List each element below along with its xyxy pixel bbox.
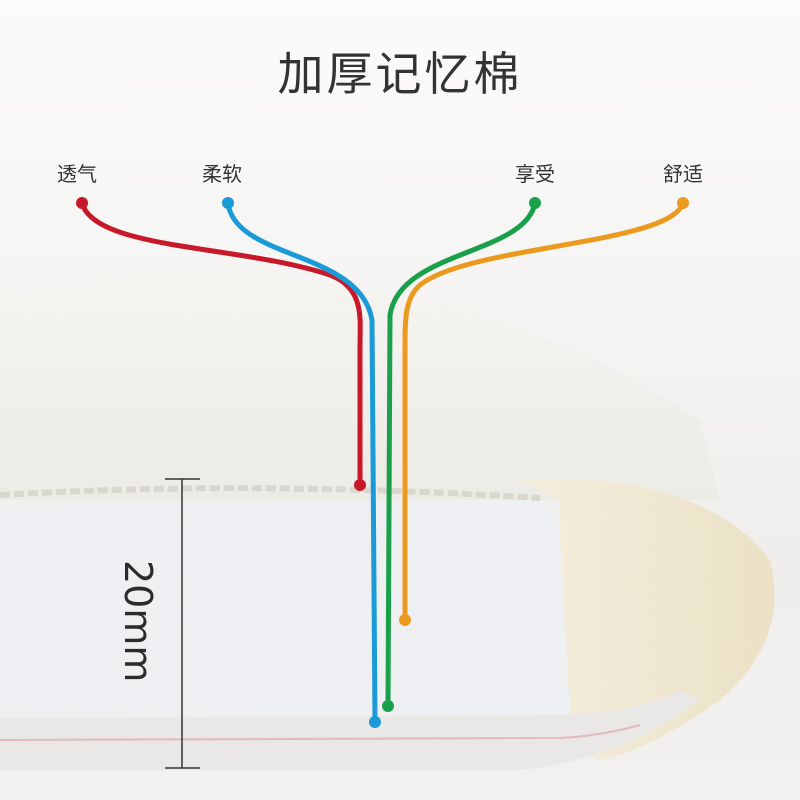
callout-green [382,197,541,712]
memory-foam-texture [0,500,570,730]
base-layer-edge [0,724,641,741]
feature-label-breathable: 透气 [57,162,97,186]
feature-label-soft: 柔软 [202,162,242,186]
feature-label-comfortable: 舒适 [663,162,703,186]
callout-orange [399,197,689,626]
stitched-seam [0,485,541,501]
callout-blue [222,197,381,728]
feature-label-enjoy: 享受 [515,162,555,186]
cream-edge-texture [520,479,775,760]
callout-red [76,197,366,491]
thickness-label: 20mm [116,560,160,683]
base-layer [0,690,700,770]
page-title: 加厚记忆棉 [277,47,523,101]
